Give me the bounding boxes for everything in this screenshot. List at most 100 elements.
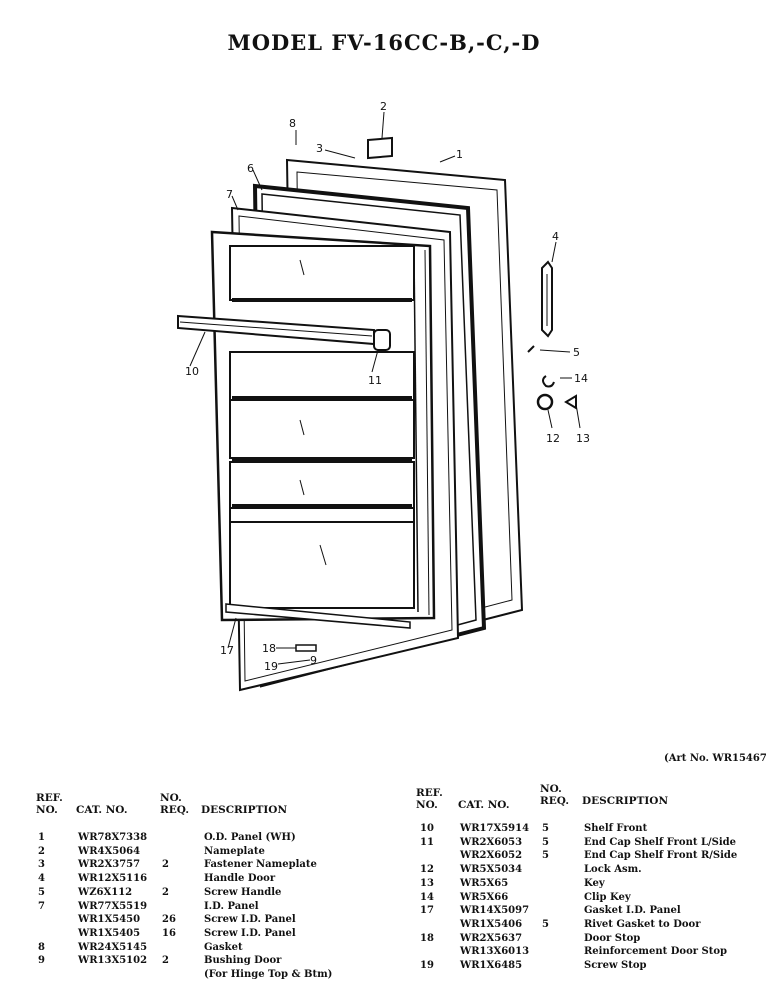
part-description: Clip Key <box>584 891 631 903</box>
part-description: Rivet Gasket to Door <box>584 918 701 930</box>
part-description: O.D. Panel (WH) <box>204 832 296 843</box>
part-ref: 11 <box>420 836 434 848</box>
part-description: Fastener Nameplate <box>204 859 317 871</box>
part-cat-no: WR2X3757 <box>78 859 141 871</box>
part-ref: 4 <box>38 873 45 885</box>
part-qty: 5 <box>542 918 549 930</box>
part-ref: 14 <box>420 891 434 903</box>
header-ref-line2: NO. <box>36 804 58 816</box>
header-req-line1: NO. <box>160 792 182 804</box>
part-cat-no: WR2X6053 <box>460 836 523 848</box>
part-cat-no: WR14X5097 <box>460 905 530 917</box>
part-description: Screw Stop <box>584 960 647 971</box>
part-cat-no: WR13X5102 <box>78 955 148 967</box>
door-stop <box>295 644 317 652</box>
page-title: MODEL FV-16CC-B,-C,-D <box>227 30 541 55</box>
part-description: Key <box>584 877 605 889</box>
clip-key <box>542 375 555 388</box>
callout-5: 5 <box>573 346 580 359</box>
callout-1: 1 <box>456 148 463 161</box>
door-handle <box>541 260 553 338</box>
part-cat-no: WR1X5405 <box>78 927 141 939</box>
part-ref: 13 <box>420 877 434 889</box>
part-qty: 5 <box>542 836 549 848</box>
part-cat-no: WR77X5519 <box>78 900 148 912</box>
part-qty: 16 <box>162 927 176 939</box>
callout-14: 14 <box>574 372 588 385</box>
part-ref: 9 <box>38 955 45 967</box>
part-description: Door Stop <box>584 932 641 944</box>
part-ref: 10 <box>420 823 434 834</box>
part-qty: 26 <box>162 914 176 926</box>
part-cat-no: WZ6X112 <box>78 886 133 898</box>
part-qty: 2 <box>162 886 169 898</box>
part-qty: 5 <box>542 823 549 834</box>
part-cat-no: WR2X6052 <box>460 850 523 862</box>
lock-assembly <box>536 393 554 411</box>
bottom-gasket-strip <box>225 603 411 629</box>
part-description: Screw I.D. Panel <box>204 927 296 939</box>
part-description: End Cap Shelf Front L/Side <box>584 836 737 848</box>
door-liner <box>210 230 436 622</box>
part-ref: 7 <box>38 900 45 912</box>
callout-7: 7 <box>226 188 233 201</box>
nameplate <box>367 136 393 160</box>
part-cat-no: WR1X5406 <box>460 918 523 930</box>
key <box>564 394 577 410</box>
callout-8: 8 <box>289 117 296 130</box>
callout-18: 18 <box>262 642 276 655</box>
callout-17: 17 <box>220 644 234 657</box>
part-cat-no: WR17X5914 <box>460 823 530 834</box>
part-qty: 2 <box>162 859 169 871</box>
callout-11: 11 <box>368 374 382 387</box>
part-cat-no: WR5X65 <box>460 877 509 889</box>
part-description: Gasket <box>204 941 243 953</box>
callout-12: 12 <box>546 432 560 445</box>
part-ref: 12 <box>420 864 434 876</box>
part-description: Handle Door <box>204 873 276 885</box>
part-ref: 3 <box>38 859 45 871</box>
part-cat-no: WR5X66 <box>460 891 509 903</box>
part-description: (For Hinge Top & Btm) <box>204 969 333 980</box>
part-description: I.D. Panel <box>204 900 259 912</box>
part-qty: 2 <box>162 955 169 967</box>
part-description: Gasket I.D. Panel <box>584 905 681 917</box>
part-ref: 18 <box>420 932 434 944</box>
part-ref: 5 <box>38 886 45 898</box>
part-description: Screw I.D. Panel <box>204 914 296 926</box>
header-req-line1: NO. <box>540 783 562 795</box>
part-cat-no: WR13X6013 <box>460 946 530 958</box>
part-cat-no: WR1X6485 <box>460 960 523 971</box>
header-ref-line1: REF. <box>36 792 63 804</box>
part-description: End Cap Shelf Front R/Side <box>584 850 738 862</box>
part-ref: 1 <box>38 832 45 843</box>
callout-10: 10 <box>185 365 199 378</box>
part-description: Nameplate <box>204 845 265 857</box>
part-cat-no: WR4X5064 <box>78 845 141 857</box>
callout-19: 19 <box>264 660 278 673</box>
header-ref-line2: NO. <box>416 799 438 811</box>
callout-2: 2 <box>380 100 387 113</box>
part-qty: 5 <box>542 850 549 862</box>
header-req-line2: REQ. <box>540 795 570 807</box>
part-ref: 19 <box>420 960 434 971</box>
part-description: Lock Asm. <box>584 864 642 876</box>
handle-screw <box>527 345 535 353</box>
callout-4: 4 <box>552 230 559 243</box>
part-cat-no: WR24X5145 <box>78 941 148 953</box>
header-description: DESCRIPTION <box>201 804 288 816</box>
header-ref-line1: REF. <box>416 787 443 799</box>
header-req-line2: REQ. <box>160 804 190 816</box>
part-ref: 8 <box>38 941 45 953</box>
part-description: Reinforcement Door Stop <box>584 946 728 958</box>
callout-13: 13 <box>576 432 590 445</box>
part-description: Screw Handle <box>204 886 282 898</box>
part-cat-no: WR12X5116 <box>78 873 148 885</box>
part-cat-no: WR5X5034 <box>460 864 523 876</box>
callout-6: 6 <box>247 162 254 175</box>
exploded-door-diagram: 1 2 3 4 5 6 7 8 9 10 11 12 13 14 17 18 1… <box>177 100 590 692</box>
end-cap <box>373 329 391 351</box>
part-cat-no: WR2X5637 <box>460 932 523 944</box>
part-cat-no: WR78X7338 <box>78 832 148 843</box>
part-description: Shelf Front <box>584 823 648 834</box>
